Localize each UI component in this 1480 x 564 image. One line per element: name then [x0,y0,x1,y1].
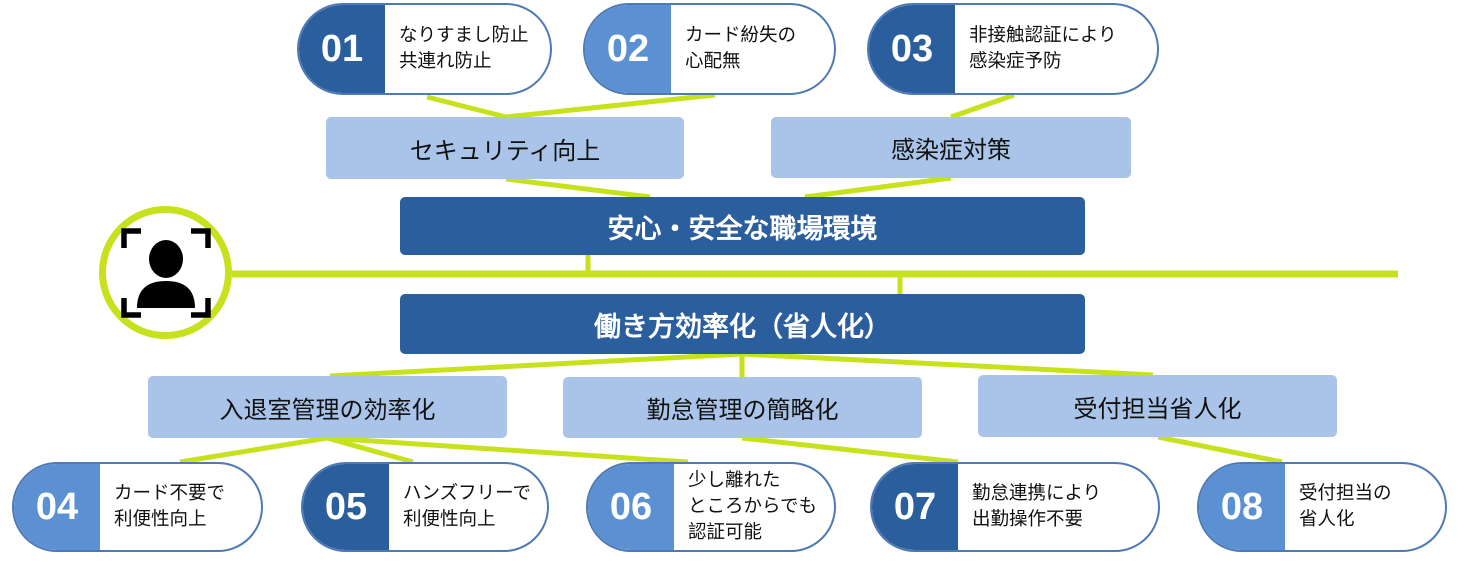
benefit-pill-08: 08 受付担当の 省人化 [1197,462,1447,552]
benefit-pill-01: 01 なりすまし防止 共連れ防止 [297,3,552,95]
pill-text: ハンズフリーで 利便性向上 [403,483,532,530]
connector-02-security [505,92,716,120]
category-security: セキュリティ向上 [326,117,684,179]
pill-number: 02 [585,5,671,93]
benefit-pill-04: 04 カード不要で 利便性向上 [12,462,263,552]
pill-number: 07 [872,464,958,550]
pill-text: カード紛失の 心配無 [685,25,797,72]
pill-number: 01 [299,5,385,93]
benefit-pill-05: 05 ハンズフリーで 利便性向上 [301,462,549,552]
connector-reception-08 [1157,434,1283,465]
pill-text: なりすまし防止 共連れ防止 [399,25,529,72]
goal-work-efficiency: 働き方効率化（省人化） [400,294,1085,354]
pill-number: 08 [1199,464,1285,550]
pill-number: 05 [303,464,389,550]
pill-text: 少し離れた ところからでも 認証可能 [688,470,817,543]
pill-text: 非接触認証により 感染症予防 [969,25,1117,72]
benefit-pill-06: 06 少し離れた ところからでも 認証可能 [586,462,836,552]
connector-infection-goal [804,175,952,200]
pill-number: 03 [869,5,955,93]
face-recognition-icon [121,228,211,318]
connector-03-infection [950,92,1015,120]
benefit-pill-07: 07 勤怠連携により 出勤操作不要 [870,462,1160,552]
connector-goal-reception [741,351,1154,378]
category-infection-control: 感染症対策 [771,117,1131,178]
connector-attendance-07 [741,435,959,465]
face-recognition-hub [99,206,232,339]
pill-number: 06 [588,464,674,550]
connector-entry-04 [179,435,328,465]
benefit-pill-03: 03 非接触認証により 感染症予防 [867,3,1159,95]
category-entry-management: 入退室管理の効率化 [148,376,507,438]
goal-safe-workplace: 安心・安全な職場環境 [400,197,1085,255]
category-reception-labor-saving: 受付担当省人化 [978,375,1337,437]
connector-entry-05 [326,435,414,465]
connector-security-goal [505,176,651,200]
connector-01-security [426,94,507,120]
pill-number: 04 [14,464,100,550]
pill-text: 受付担当の 省人化 [1299,483,1392,530]
connector-entry-06 [326,435,689,465]
connector-goal-entry [329,351,743,379]
pill-text: 勤怠連携により 出勤操作不要 [972,483,1102,530]
category-attendance-management: 勤怠管理の簡略化 [563,377,922,438]
benefit-pill-02: 02 カード紛失の 心配無 [583,3,836,95]
pill-text: カード不要で 利便性向上 [114,483,226,530]
